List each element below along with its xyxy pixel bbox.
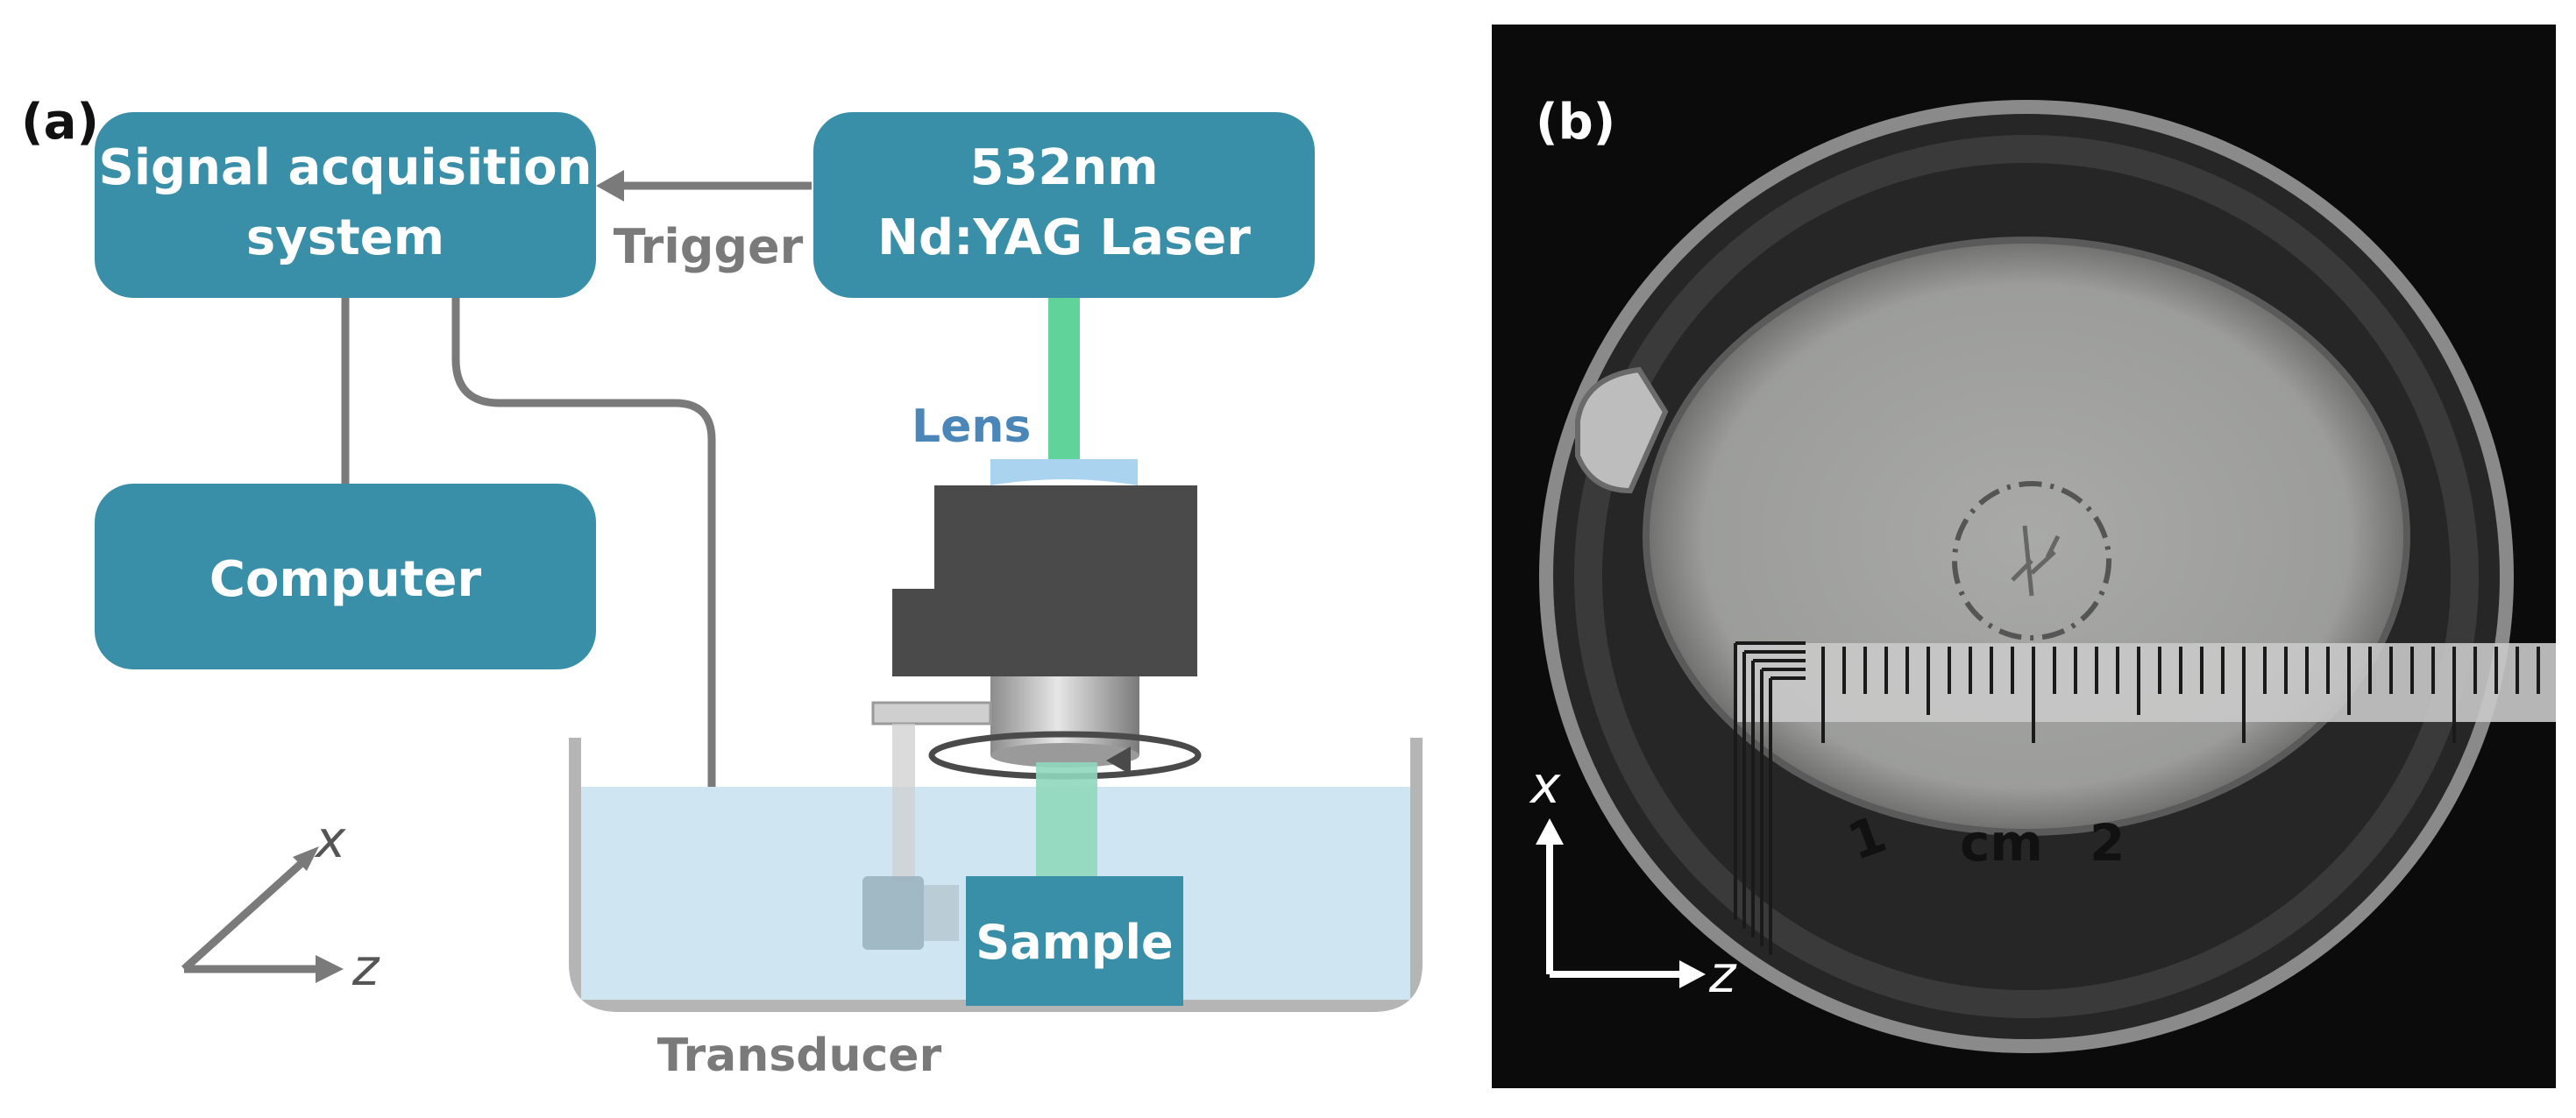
rotation-stage-bottom [990, 743, 1139, 768]
ruler: 1 cm 2 [1735, 643, 2556, 873]
mount-block-lower [892, 589, 1197, 676]
corner-pattern [1734, 641, 1806, 955]
transducer-face [924, 885, 959, 941]
ruler-ticks [1821, 647, 2540, 743]
rotation-arrowhead [1106, 747, 1131, 775]
sample-box [966, 876, 1183, 1006]
beam-in-water [1036, 762, 1097, 878]
rotation-stage [990, 676, 1139, 755]
panel-b-label: (b) [1536, 94, 1615, 151]
sample-outline [1952, 481, 2111, 640]
sample-label: Sample [976, 915, 1173, 970]
axis-b-z-label: z [1708, 945, 1737, 1004]
axis-a-x-label: x [314, 810, 346, 869]
ruler-unit: cm [1960, 813, 2043, 873]
axes-b: x z [1529, 755, 1737, 1004]
computer-label: Computer [209, 551, 482, 608]
mount-block-upper [934, 485, 1197, 599]
transducer-rod [892, 724, 915, 881]
laser-box-line1: 532nm [969, 139, 1158, 196]
axis-b-x-label: x [1529, 755, 1561, 815]
beaker-rim-ring [1574, 135, 2479, 1018]
signal-box-line1: Signal acquisition [99, 139, 593, 196]
signal-acquisition-box [95, 112, 596, 298]
laser-box-line2: Nd:YAG Laser [877, 209, 1251, 266]
sample-shape [2011, 525, 2061, 597]
beaker-spout [1575, 366, 1669, 494]
laser-beam [1048, 298, 1080, 473]
computer-box [95, 484, 596, 669]
panel-a: (a) Signal acquisition system 532nm Nd:Y… [21, 94, 1423, 1082]
trigger-label: Trigger [614, 219, 804, 274]
axes-a: x z [181, 810, 380, 997]
trigger-arrowhead [596, 170, 624, 202]
ruler-number-2: 2 [2090, 813, 2125, 873]
axis-a-z-label: z [351, 938, 380, 997]
transducer-label: Transducer [657, 1030, 942, 1082]
signal-box-line2: system [246, 209, 444, 266]
panel-b: (b) 1 cm 2 x z [1492, 25, 2556, 1088]
transducer-arm [871, 701, 992, 725]
lens-label: Lens [912, 400, 1031, 453]
laser-box [813, 112, 1315, 298]
panel-a-label: (a) [21, 94, 99, 151]
transducer [862, 876, 924, 950]
lens [990, 459, 1138, 485]
